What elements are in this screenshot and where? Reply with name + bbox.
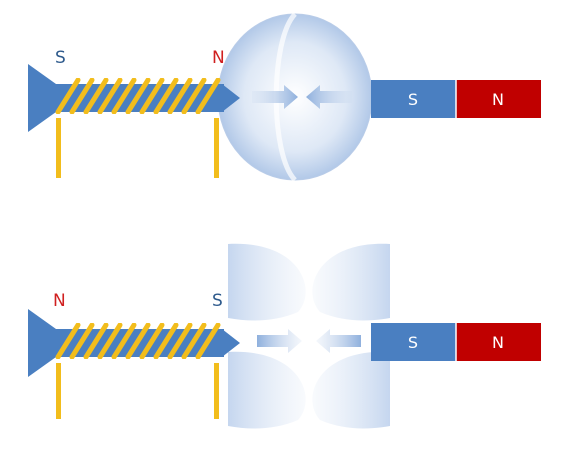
arrow-right-icon (252, 85, 298, 109)
repulsion-field (228, 243, 390, 429)
top-left-pole-label: S (55, 48, 66, 68)
permanent-magnet: S N (371, 323, 541, 361)
wire-left (56, 363, 61, 419)
top-right-pole-label: N (212, 48, 225, 68)
wire-left (56, 118, 61, 178)
arrow-right-icon (316, 329, 361, 353)
wire-right (214, 363, 219, 419)
repulsion-arrows (257, 329, 361, 353)
permanent-magnet: S N (371, 80, 541, 118)
arrow-left-icon (257, 329, 302, 353)
magnet-north-label: N (492, 90, 504, 109)
top-panel: S N S N (28, 12, 541, 182)
coil (55, 78, 221, 114)
bottom-right-pole-label: S (212, 291, 223, 311)
magnet-north-label: N (492, 333, 504, 352)
magnet-south-label: S (408, 90, 418, 109)
bottom-left-pole-label: N (53, 291, 66, 311)
arrow-left-icon (306, 85, 352, 109)
coil (55, 323, 221, 359)
attraction-arrows (252, 85, 352, 109)
wire-right (214, 118, 219, 178)
magnet-south-label: S (408, 333, 418, 352)
bottom-panel: N S S N (28, 243, 541, 429)
